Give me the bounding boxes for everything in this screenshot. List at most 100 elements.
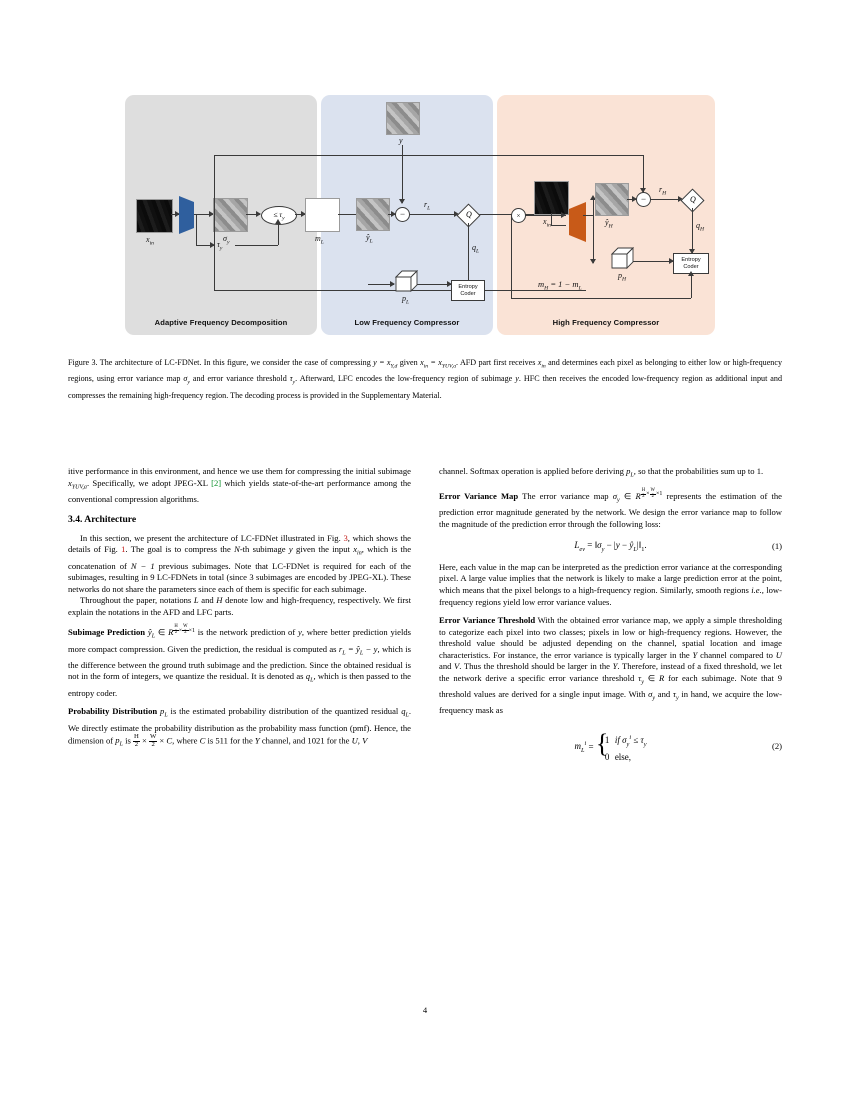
line-encoder-to-sigma <box>194 214 213 215</box>
encoder-network-blue <box>179 196 197 234</box>
rail-hfc-ec-rise <box>691 274 692 298</box>
thumbnail-y-hat-L <box>356 198 390 231</box>
rail-hfc-top <box>511 155 643 156</box>
thumbnail-sigma-y <box>213 198 248 232</box>
panel-label-hfc: High Frequency Compressor <box>552 318 660 327</box>
arrow-mult-net <box>561 212 566 218</box>
citation-link-2[interactable]: [2] <box>211 477 222 488</box>
rail-hfc-mult-drop <box>511 215 512 298</box>
arrow-tau-up <box>275 219 281 224</box>
line-sigma-to-threshold <box>246 214 260 215</box>
rail-afd-top-drop <box>214 155 215 214</box>
label-y: y <box>399 136 403 145</box>
thumbnail-x-in-hfc <box>534 181 569 215</box>
paragraph-error-variance-map: Error Variance Map The error variance ma… <box>439 488 782 529</box>
caption-figure-number: Figure 3. <box>68 358 98 367</box>
label-p-L: pL <box>402 294 410 306</box>
arrow-pH-ec <box>669 258 674 264</box>
label-q-L: qL <box>472 243 480 255</box>
label-x-in-afd: xin <box>146 235 154 247</box>
page-number: 4 <box>422 1005 428 1015</box>
line-rH <box>650 199 682 200</box>
line-in-to-pL <box>368 284 394 285</box>
paragraph-architecture-1: In this section, we present the architec… <box>68 532 412 594</box>
paragraph-architecture-2: Throughout the paper, notations L and H … <box>68 595 411 617</box>
runin-heading-subimage-prediction: Subimage Prediction <box>68 627 146 638</box>
line-encoder-down <box>196 214 197 245</box>
paragraph-continued-right: channel. Softmax operation is applied be… <box>439 466 764 479</box>
line-qH-down <box>692 208 693 253</box>
panel-label-afd: Adaptive Frequency Decomposition <box>154 318 288 327</box>
subtract-operator-hfc: − <box>636 192 651 207</box>
equation-2-number: (2) <box>771 741 782 752</box>
paragraph-probability-distribution: Probability Distribution pL is the estim… <box>68 706 411 749</box>
pmf-cube-p-H <box>611 247 635 269</box>
arrow-xin-encoder <box>175 211 180 217</box>
body-column-left: itive performance in this environment, a… <box>68 466 411 752</box>
arrow-threshold-mask <box>301 211 306 217</box>
line-net-out <box>583 215 593 216</box>
arrow-y-down <box>399 199 405 204</box>
body-column-right: channel. Softmax operation is applied be… <box>439 466 782 771</box>
rail-afd-bottom-rise <box>214 214 215 290</box>
paragraph-continued: itive performance in this environment, a… <box>68 466 411 504</box>
figure-caption: Figure 3. The architecture of LC-FDNet. … <box>68 358 782 400</box>
line-qL-down <box>468 223 469 285</box>
arrow-sigma-threshold <box>256 211 261 217</box>
section-heading-architecture: 3.4. Architecture <box>68 514 137 526</box>
line-net-up <box>593 199 594 215</box>
thumbnail-m-L <box>305 198 340 232</box>
line-mult-to-net <box>525 215 566 216</box>
arrow-net-down <box>590 259 596 264</box>
line-to-tau <box>196 245 214 246</box>
figure-ref-3[interactable]: 3 <box>343 532 348 543</box>
thumbnail-y-hat-H <box>595 183 629 216</box>
label-y-hat-H: ŷH <box>605 218 613 230</box>
equation-1-number: (1) <box>771 541 782 552</box>
line-pH-to-ec <box>633 261 673 262</box>
arrow-hfc-ec-rise <box>688 271 694 276</box>
arrow-tau <box>210 242 215 248</box>
arrow-rail-subH <box>640 188 646 193</box>
thumbnail-y <box>386 102 420 135</box>
arrow-encoder-sigma <box>209 211 214 217</box>
line-yhatH-to-sub <box>627 199 636 200</box>
label-sigma-y: σy <box>223 234 230 246</box>
rail-hfc-bottom <box>511 298 691 299</box>
label-x-in-hfc: xin <box>543 217 551 229</box>
arrow-in-pL <box>390 281 395 287</box>
runin-heading-error-variance-threshold: Error Variance Threshold <box>439 615 536 626</box>
pmf-cube-p-L <box>395 270 419 292</box>
figure-3: Adaptive Frequency Decomposition Low Fre… <box>68 95 782 350</box>
paragraph-after-equation-1: Here, each value in the map can be inter… <box>439 561 782 607</box>
threshold-comparator: ≤ τy <box>261 206 297 225</box>
arrow-qH-down <box>689 249 695 254</box>
line-tau-right <box>235 245 278 246</box>
runin-heading-error-variance-map: Error Variance Map <box>439 491 519 502</box>
label-m-H-equation: mH = 1 − mL <box>538 279 582 292</box>
line-xin-hfc-down <box>551 213 552 225</box>
line-rL <box>409 214 458 215</box>
rail-afd-top <box>214 155 574 156</box>
subtract-operator-lfc: − <box>395 207 410 222</box>
arrow-pL-ec <box>447 281 452 287</box>
label-tau-y: τy <box>217 240 223 252</box>
multiply-operator-hfc: × <box>511 208 526 223</box>
line-pL-to-ec <box>417 284 451 285</box>
line-rail-to-subH <box>643 155 644 192</box>
entropy-coder-lfc: Entropy Coder <box>451 280 485 301</box>
label-r-L: rL <box>424 200 431 212</box>
label-m-L: mL <box>315 234 324 246</box>
label-p-H: pH <box>618 271 627 283</box>
panel-label-lfc: Low Frequency Compressor <box>354 318 460 327</box>
line-tau-up <box>278 223 279 245</box>
line-xin-hfc-right <box>551 225 566 226</box>
paragraph-error-variance-threshold: Error Variance Threshold With the obtain… <box>439 615 782 716</box>
line-threshold-to-mask <box>295 214 305 215</box>
runin-heading-probability-distribution: Probability Distribution <box>68 706 158 717</box>
figure-ref-1[interactable]: 1 <box>121 544 126 555</box>
arrow-net-up <box>590 195 596 200</box>
arrow-yhatL-sub <box>391 211 396 217</box>
